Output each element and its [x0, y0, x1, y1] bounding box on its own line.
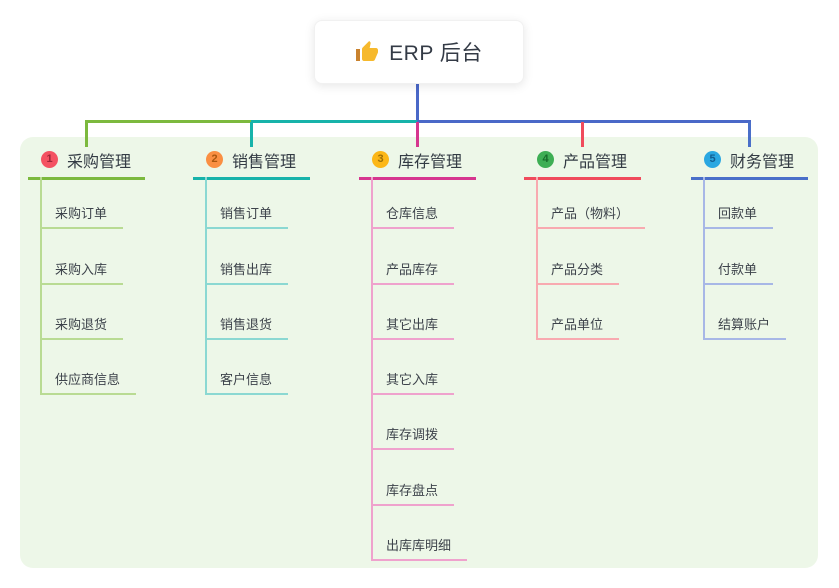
- child-row: 其它出库: [371, 285, 467, 340]
- child-row: 产品分类: [536, 229, 645, 285]
- branch-title-label: 采购管理: [67, 153, 132, 171]
- child-topic[interactable]: 采购退货: [40, 314, 124, 340]
- branch-title-label: 库存管理: [398, 153, 463, 171]
- branch-sales-management: 2 销售管理 销售订单 销售出库 销售退货 客户信息: [193, 146, 358, 396]
- branch-children: 仓库信息 产品库存 其它出库 其它入库 库存调拨 库存盘点 出库库明细: [371, 174, 468, 562]
- priority-5-badge: 5: [704, 151, 721, 168]
- branch-underline: [359, 177, 476, 180]
- child-topic[interactable]: 销售订单: [205, 203, 289, 230]
- child-row: 结算账户: [703, 285, 787, 340]
- branch-trunk-line: [40, 177, 42, 395]
- branch-children: 采购订单 采购入库 采购退货 供应商信息: [40, 174, 137, 396]
- child-topic[interactable]: 仓库信息: [371, 203, 455, 230]
- child-topic[interactable]: 产品单位: [536, 314, 620, 340]
- child-row: 客户信息: [205, 340, 289, 396]
- branch-inventory-management: 3 库存管理 仓库信息 产品库存 其它出库 其它入库 库存调拨 库存盘点 出库库…: [359, 146, 524, 562]
- child-topic[interactable]: 产品（物料）: [536, 203, 646, 230]
- child-row: 库存调拨: [371, 395, 467, 451]
- child-row: 产品库存: [371, 229, 467, 285]
- child-row: 销售退货: [205, 285, 289, 340]
- child-row: 出库库明细: [371, 506, 468, 562]
- child-topic[interactable]: 结算账户: [703, 314, 787, 340]
- child-row: 销售订单: [205, 174, 289, 230]
- branch-drop-line-3: [416, 122, 419, 147]
- branch-children: 销售订单 销售出库 销售退货 客户信息: [205, 174, 289, 396]
- branches-background-panel: [20, 137, 818, 568]
- bus-segment-green: [85, 120, 252, 123]
- child-row: 库存盘点: [371, 450, 467, 506]
- branch-drop-line-4: [581, 122, 584, 147]
- child-topic[interactable]: 产品分类: [536, 259, 620, 285]
- child-row: 其它入库: [371, 340, 467, 396]
- priority-1-badge: 1: [41, 151, 58, 168]
- child-row: 供应商信息: [40, 340, 137, 396]
- child-row: 付款单: [703, 229, 786, 285]
- child-topic[interactable]: 采购订单: [40, 203, 124, 230]
- branch-title[interactable]: 5 财务管理: [691, 146, 839, 173]
- root-connector-line: [416, 82, 419, 122]
- child-row: 销售出库: [205, 229, 289, 285]
- child-topic[interactable]: 客户信息: [205, 369, 289, 396]
- child-topic[interactable]: 出库库明细: [371, 535, 468, 562]
- child-topic[interactable]: 销售退货: [205, 314, 289, 340]
- branch-children: 回款单 付款单 结算账户: [703, 174, 787, 340]
- child-topic[interactable]: 回款单: [703, 203, 774, 230]
- root-topic-label: ERP 后台: [389, 42, 483, 65]
- child-topic[interactable]: 付款单: [703, 259, 774, 285]
- child-row: 采购订单: [40, 174, 136, 230]
- branch-trunk-line: [371, 177, 373, 561]
- priority-4-badge: 4: [537, 151, 554, 168]
- branch-title-label: 销售管理: [232, 153, 297, 171]
- branch-title[interactable]: 1 采购管理: [28, 146, 193, 173]
- branch-drop-line-2: [250, 122, 253, 147]
- child-topic[interactable]: 产品库存: [371, 259, 455, 285]
- child-topic[interactable]: 采购入库: [40, 259, 124, 285]
- branch-trunk-line: [703, 177, 705, 340]
- branch-trunk-line: [536, 177, 538, 340]
- child-topic[interactable]: 其它出库: [371, 314, 455, 340]
- child-row: 产品单位: [536, 285, 645, 340]
- branch-finance-management: 5 财务管理 回款单 付款单 结算账户: [691, 146, 839, 340]
- branch-title[interactable]: 2 销售管理: [193, 146, 358, 173]
- branch-underline: [28, 177, 145, 180]
- child-row: 产品（物料）: [536, 174, 646, 230]
- branch-title[interactable]: 4 产品管理: [524, 146, 689, 173]
- branch-trunk-line: [205, 177, 207, 395]
- child-row: 采购退货: [40, 285, 136, 340]
- branch-underline: [524, 177, 641, 180]
- bus-segment-blue: [417, 120, 751, 123]
- branch-drop-line-5: [748, 122, 751, 147]
- branch-purchase-management: 1 采购管理 采购订单 采购入库 采购退货 供应商信息: [28, 146, 193, 396]
- bus-segment-teal: [251, 120, 417, 123]
- branch-underline: [193, 177, 310, 180]
- branch-underline: [691, 177, 808, 180]
- child-topic[interactable]: 其它入库: [371, 369, 455, 396]
- child-topic[interactable]: 供应商信息: [40, 369, 137, 396]
- branch-product-management: 4 产品管理 产品（物料） 产品分类 产品单位: [524, 146, 689, 340]
- root-topic[interactable]: ERP 后台: [314, 20, 524, 84]
- child-topic[interactable]: 库存盘点: [371, 480, 455, 506]
- child-row: 采购入库: [40, 229, 136, 285]
- child-row: 仓库信息: [371, 174, 467, 230]
- thumbs-up-icon: [355, 40, 379, 64]
- priority-3-badge: 3: [372, 151, 389, 168]
- branch-title-label: 产品管理: [563, 153, 628, 171]
- branch-title-label: 财务管理: [730, 153, 795, 171]
- priority-2-badge: 2: [206, 151, 223, 168]
- branch-drop-line-1: [85, 122, 88, 147]
- child-row: 回款单: [703, 174, 786, 230]
- child-topic[interactable]: 销售出库: [205, 259, 289, 285]
- branch-children: 产品（物料） 产品分类 产品单位: [536, 174, 646, 340]
- child-topic[interactable]: 库存调拨: [371, 424, 455, 451]
- branch-title[interactable]: 3 库存管理: [359, 146, 524, 173]
